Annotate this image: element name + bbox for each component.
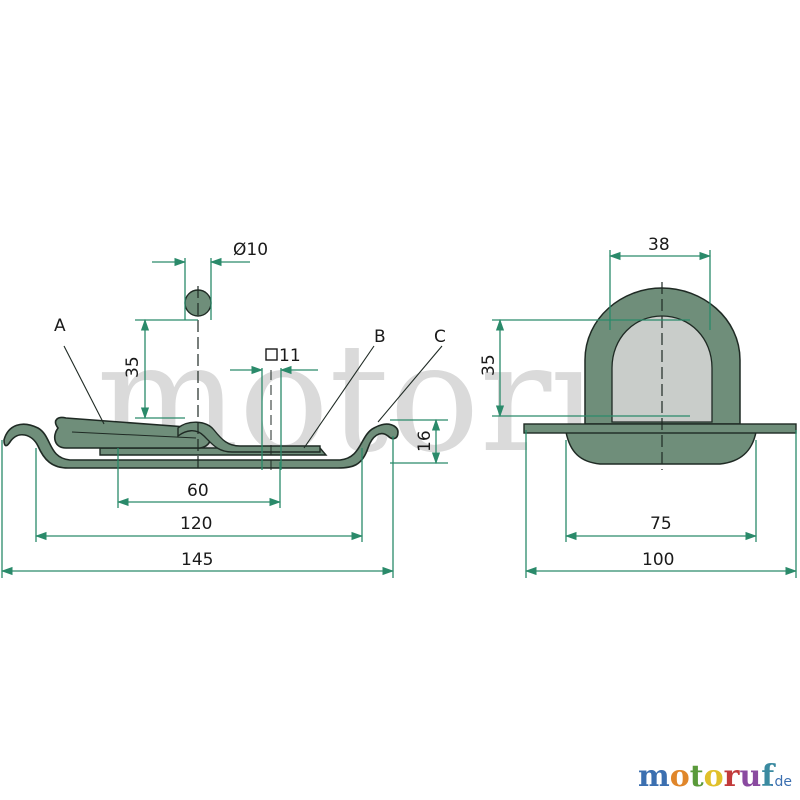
dim-overall-length: 145 (181, 550, 213, 570)
dim-front-overall-width: 100 (642, 550, 674, 570)
dim-diameter: Ø10 (233, 240, 268, 260)
logo-letter-f: f (761, 759, 776, 794)
logo-letter-u: u (739, 759, 761, 794)
label-c: C (434, 327, 446, 347)
side-bracket-b (177, 421, 321, 453)
label-b: B (374, 327, 386, 347)
square-symbol (265, 348, 278, 361)
dim-side-height: 35 (123, 356, 143, 378)
dim-front-height: 35 (479, 354, 499, 376)
svg-text:motoruf: motoruf (638, 759, 776, 794)
dim-front-width: 38 (648, 235, 670, 255)
label-a: A (54, 316, 66, 336)
logo-letter-t: t (690, 759, 704, 794)
front-top-plate (523, 423, 797, 434)
dim-hole-spacing: 60 (187, 481, 209, 501)
logo-letter-r: r (724, 759, 741, 794)
side-base-plate (3, 423, 399, 469)
dim-front-base: 75 (650, 514, 672, 534)
label-leaders (63, 345, 443, 449)
side-texts: A B C Ø10 35 11 16 60 120 145 (54, 240, 446, 570)
front-view (523, 282, 797, 470)
front-texts: 38 35 75 100 (479, 235, 674, 570)
logo-letter-m: m (638, 759, 670, 794)
logo-letter-o: o (670, 759, 690, 794)
brand-logo: motoruf .de (638, 759, 792, 794)
dim-plate: 16 (415, 430, 435, 452)
side-dimensions (0, 257, 448, 578)
front-bowl (565, 431, 757, 465)
dim-square-value: 11 (279, 346, 301, 366)
dim-mount-spacing: 120 (180, 514, 212, 534)
logo-suffix: .de (770, 774, 792, 790)
logo-letter-o2: o (704, 759, 724, 794)
front-dimensions (492, 250, 798, 578)
